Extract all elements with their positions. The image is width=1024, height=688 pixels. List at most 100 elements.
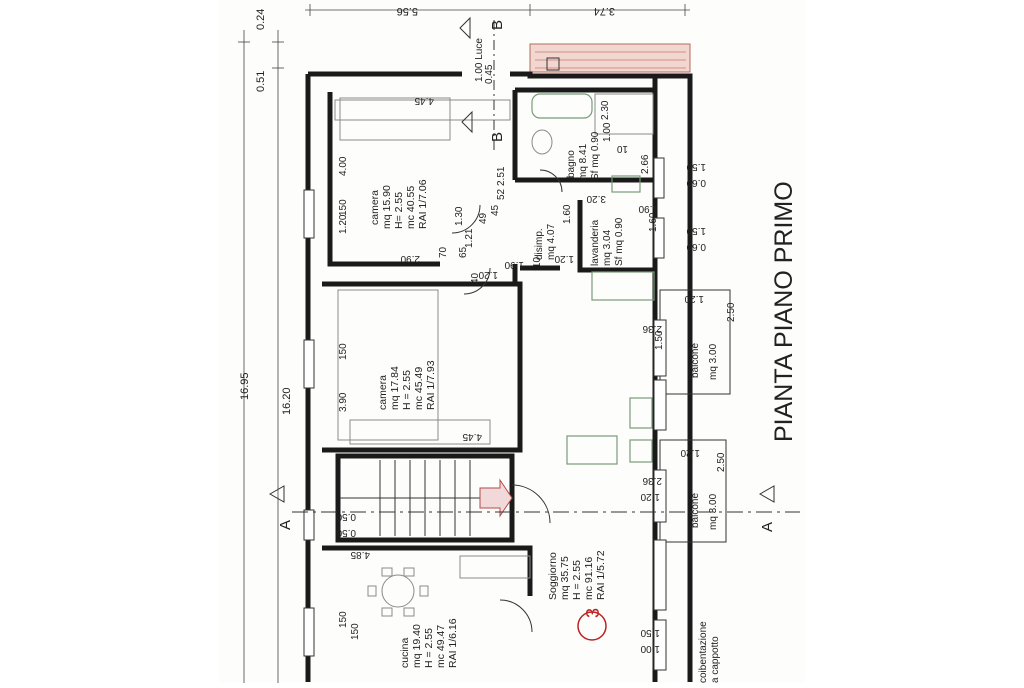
room-volume: mc 91.16 [583, 557, 595, 600]
window [303, 189, 315, 239]
dim-label: 0.50 [336, 511, 356, 522]
window [303, 509, 315, 541]
outer-wall-top-right [308, 71, 693, 682]
note-coibentazione: coibentazione [698, 621, 709, 683]
kitchen-counter [459, 555, 531, 579]
room-disimp: disimp. mq 4.07 [534, 223, 557, 260]
room-height: H= 2.55 [393, 192, 405, 229]
dim-label: 150 [338, 611, 349, 628]
window [653, 217, 665, 259]
dim-label: 150 [338, 343, 349, 360]
wardrobe [334, 99, 511, 121]
dim-label: 4.85 [350, 549, 370, 560]
room-area: mq 3.00 [708, 343, 719, 380]
door-arc [499, 599, 533, 633]
wall-camera2 [322, 281, 523, 453]
roof-tile-rows [535, 51, 686, 69]
room-camera-1: camera mq 15.90 H= 2.55 mc 40.55 RAI 1/7… [369, 179, 429, 229]
dim-label: 1.50 [640, 627, 660, 638]
dim-label: 45 [490, 204, 501, 216]
plan-title: PIANTA PIANO PRIMO [770, 181, 798, 442]
door-arc [451, 204, 481, 234]
room-area: mq 17.84 [389, 366, 401, 410]
dim-label: 0.50 [336, 527, 356, 538]
room-volume: mc 49.47 [435, 625, 447, 668]
dim-label: 1.50 [654, 330, 665, 350]
door-arc [511, 484, 551, 524]
dim-045-top: 0.45 [484, 64, 495, 84]
dim-label: 65 [458, 246, 469, 258]
dim-label: 1.21 [464, 228, 475, 248]
window [653, 619, 667, 671]
section-arrow [459, 16, 471, 40]
dim-label: 70 [438, 246, 449, 258]
dim-label: 1.00 [602, 122, 613, 142]
room-name: cucina [399, 637, 411, 668]
dim-label: 2.50 [716, 452, 727, 472]
dim-label: 2.90 [400, 253, 420, 264]
room-name: balcone [690, 493, 701, 528]
dim-label: 1.20 [640, 491, 660, 502]
dim-label: 3.90 [338, 392, 349, 412]
window [653, 379, 667, 431]
dim-label: 10 [532, 256, 543, 268]
section-arrow [758, 485, 775, 503]
dim-1620: 16.20 [281, 387, 293, 415]
apartment-number: 3 [583, 608, 603, 618]
room-name: disimp. [534, 228, 545, 260]
dim-label: 2.66 [640, 154, 651, 174]
wall-camera1 [327, 92, 440, 267]
section-label-a-left: A [277, 520, 294, 530]
dim-label: 0.60 [686, 177, 706, 188]
dim-label: 4.00 [338, 156, 349, 176]
window [303, 607, 315, 657]
room-balcone-1: balcone mq 3.00 [690, 343, 719, 380]
door-arc [463, 267, 491, 295]
dim-label: 52 [496, 188, 507, 200]
room-name: lavanderia [590, 219, 601, 266]
dim-label: 150 [338, 199, 349, 216]
dim-label: 150 [350, 623, 361, 640]
armchair [629, 439, 653, 463]
room-area: mq 3.00 [708, 493, 719, 530]
room-name: balcone [690, 343, 701, 378]
room-area: mq 35.75 [559, 556, 571, 600]
room-area: mq 3.04 [602, 229, 613, 266]
armchair [629, 397, 653, 429]
dim-label: 0.60 [686, 241, 706, 252]
room-height: H = 2.55 [423, 628, 435, 668]
dim-label: 1.50 [686, 161, 706, 172]
dim-label: 2.30 [600, 100, 611, 120]
room-rai: RAI 1/7.06 [417, 179, 429, 229]
dim-label: 1.90 [504, 259, 524, 270]
bathtub [531, 93, 593, 119]
apartment-number-badge [577, 611, 607, 641]
room-balcone-2: balcone mq 3.00 [690, 493, 719, 530]
room-name: camera [377, 375, 389, 410]
wall-stair [335, 453, 515, 543]
room-rai: RAI 1/5.72 [595, 550, 607, 600]
room-soggiorno: Soggiorno mq 35.75 H = 2.55 mc 91.16 RAI… [547, 550, 607, 600]
toilet [531, 129, 553, 155]
dim-label: 1.20 [478, 269, 498, 280]
section-arrow [268, 485, 285, 503]
dim-1695: 16.95 [239, 372, 251, 400]
wardrobe [349, 419, 491, 445]
window [653, 469, 667, 523]
window [653, 319, 667, 377]
dim-label: 49 [478, 212, 489, 224]
room-name: camera [369, 190, 381, 225]
room-area: mq 8.41 [578, 143, 589, 180]
dim-label: 1.20 [338, 214, 349, 234]
room-rai: RAI 1/7.93 [425, 360, 437, 410]
section-label-b-bottom: B [489, 132, 506, 142]
dim-label: 3.20 [586, 193, 606, 204]
section-label-b-top: B [489, 20, 506, 30]
dim-556: 5.56 [397, 5, 418, 17]
dining-table [367, 567, 429, 617]
dim-label: 1.60 [648, 212, 659, 232]
section-label-a-right: A [759, 522, 776, 532]
room-name: bagno [566, 150, 577, 178]
room-height: H = 2.55 [401, 370, 413, 410]
